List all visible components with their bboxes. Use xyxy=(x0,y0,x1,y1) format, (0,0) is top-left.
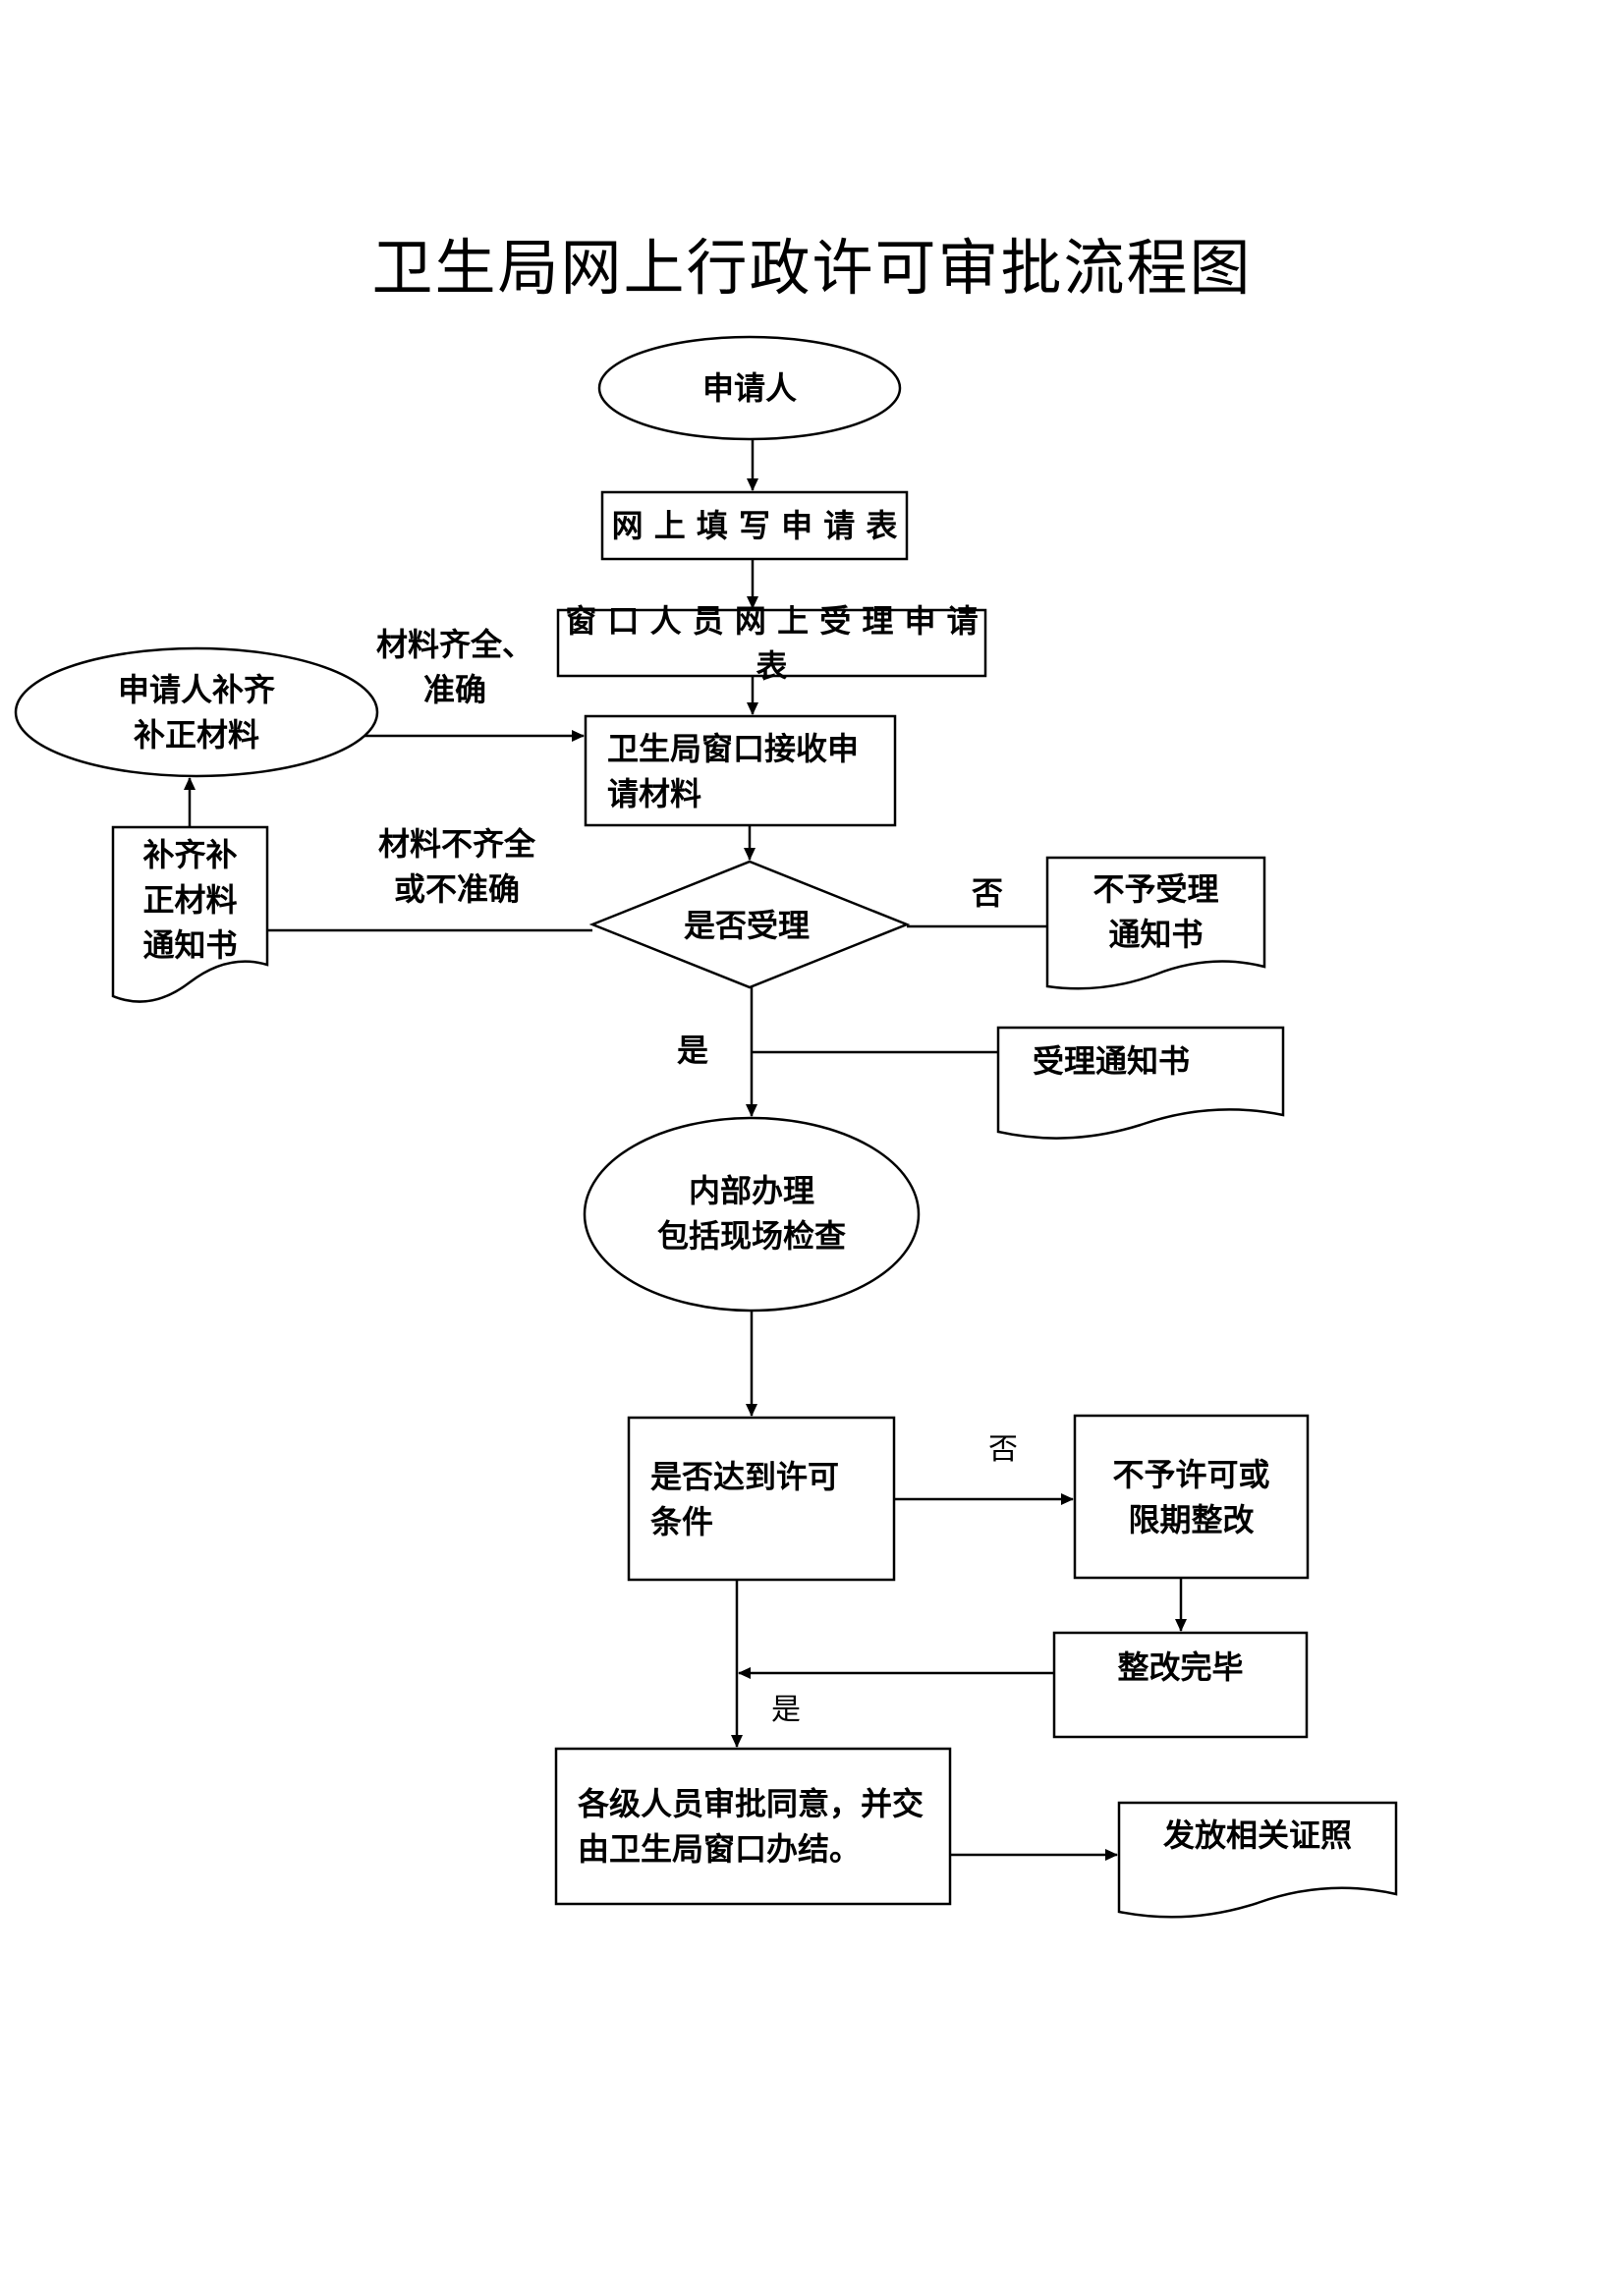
edge-label-yes-accept: 是 xyxy=(676,1032,708,1069)
edge-label-no-condition: 否 xyxy=(988,1432,1018,1467)
internal-label: 内部办理 包括现场检查 xyxy=(656,1172,846,1255)
edge-label-incomplete: 材料不齐全 或不准确 xyxy=(377,825,535,908)
supplement-notice-doc xyxy=(111,825,269,1003)
deny-rectify-box xyxy=(1073,1414,1310,1580)
window-accept-box xyxy=(556,608,987,678)
supplement-ellipse xyxy=(14,646,379,778)
deny-rectify-label: 不予许可或 限期整改 xyxy=(1112,1455,1270,1538)
approve-box xyxy=(554,1747,952,1906)
receive-materials-label: 卫生局窗口接收申 请材料 xyxy=(607,729,860,812)
applicant-label: 申请人 xyxy=(701,369,797,407)
window-accept-label: 窗 口 人 员 网 上 受 理 申 请 表 xyxy=(565,601,979,685)
supplement-label: 申请人补齐 补正材料 xyxy=(117,671,275,754)
rectify-done-box xyxy=(1052,1631,1309,1739)
edge-label-no-accept: 否 xyxy=(971,874,1003,912)
accept-decision-diamond xyxy=(588,860,911,989)
page-title: 卫生局网上行政许可审批流程图 xyxy=(371,232,1253,304)
rectify-done-label: 整改完毕 xyxy=(1117,1648,1244,1686)
approve-label: 各级人员审批同意，并交 由卫生局窗口办结。 xyxy=(578,1785,924,1868)
accept-notice-label: 受理通知书 xyxy=(1032,1042,1190,1080)
edge-label-yes-condition: 是 xyxy=(771,1693,801,1727)
supplement-notice-label: 补齐补 正材料 通知书 xyxy=(142,836,238,964)
applicant-ellipse xyxy=(597,335,902,441)
issue-license-doc xyxy=(1117,1801,1398,1919)
edge-label-complete: 材料齐全、 准确 xyxy=(375,626,533,708)
fill-form-label: 网 上 填 写 申 请 表 xyxy=(611,507,898,544)
meet-conditions-label: 是否达到许可 条件 xyxy=(650,1457,840,1540)
reject-notice-doc xyxy=(1045,856,1266,990)
decision-accept-label: 是否受理 xyxy=(683,907,810,944)
accept-notice-doc xyxy=(996,1026,1285,1140)
fill-form-box xyxy=(600,490,909,561)
receive-materials-box xyxy=(584,714,897,827)
issue-license-label: 发放相关证照 xyxy=(1162,1816,1352,1854)
reject-notice-label: 不予受理 通知书 xyxy=(1092,870,1219,953)
